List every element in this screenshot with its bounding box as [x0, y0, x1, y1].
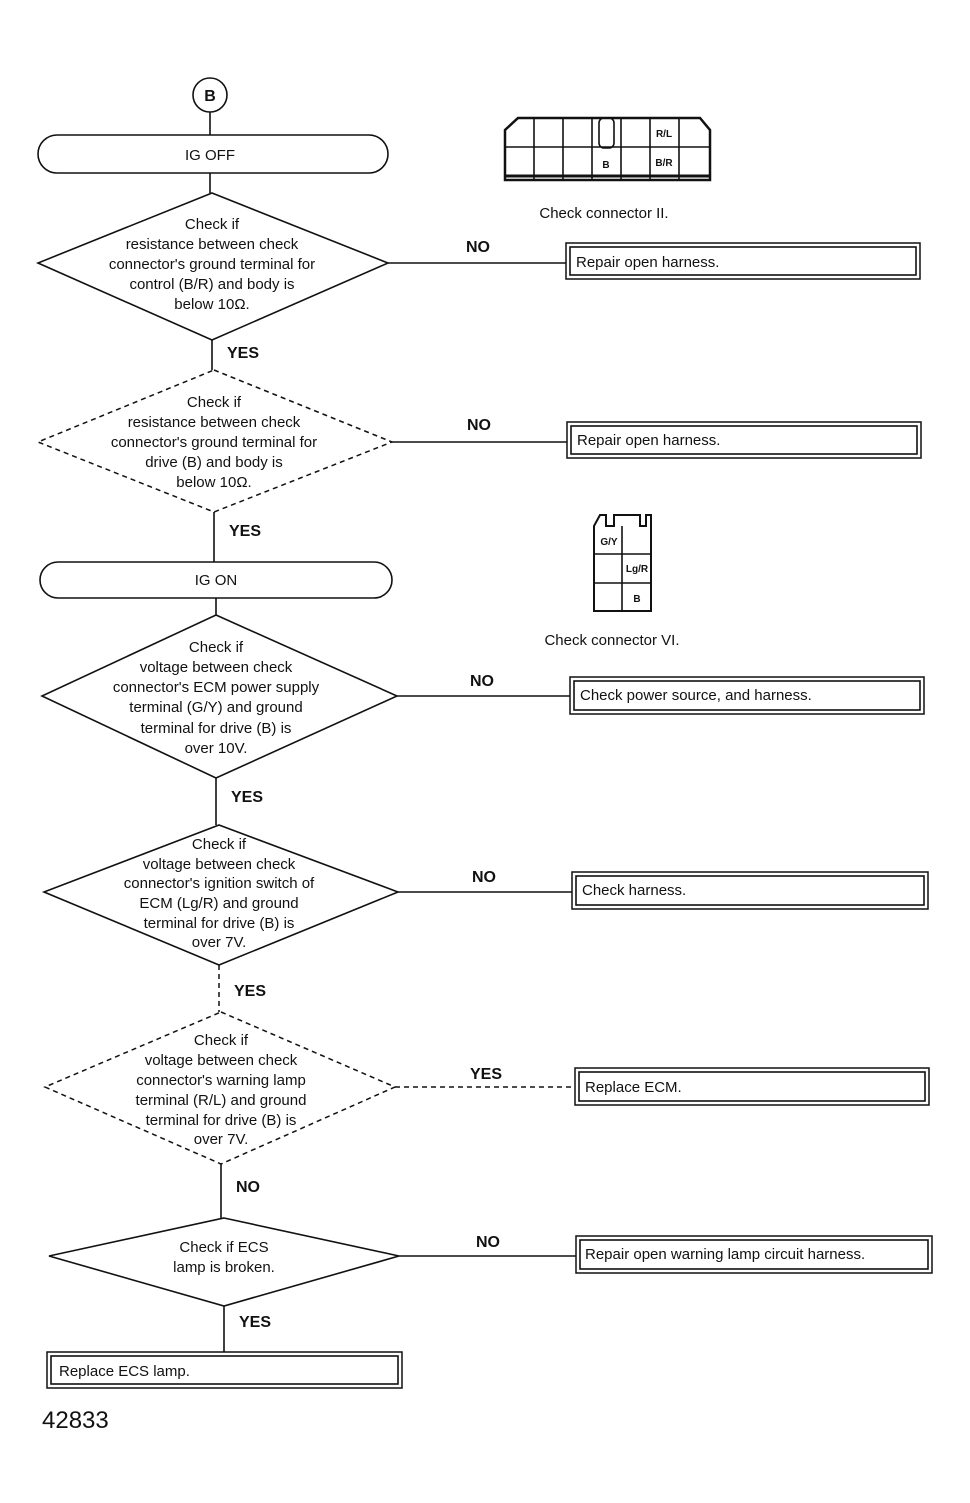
decision-3: Check if voltage between check connector…	[40, 614, 399, 779]
step-ig-on-label: IG ON	[195, 572, 238, 589]
action-box-3: Check power source, and harness.	[569, 676, 925, 715]
decision-3-line-5: terminal for drive (B) is	[141, 720, 292, 737]
decision-4-line-2: voltage between check	[143, 856, 296, 873]
action-1-label: Repair open harness.	[576, 254, 719, 271]
action-box-5: Replace ECM.	[574, 1067, 930, 1106]
step-ig-off: IG OFF	[37, 134, 389, 174]
action-box-1: Repair open harness.	[565, 242, 921, 280]
start-connector-label: B	[204, 88, 216, 105]
decision-5-line-4: terminal (R/L) and ground	[136, 1092, 307, 1109]
decision-2-line-4: drive (B) and body is	[145, 454, 283, 471]
final-action-box: Replace ECS lamp.	[46, 1351, 403, 1389]
branch-3-label: NO	[470, 673, 494, 690]
action-2-label: Repair open harness.	[577, 432, 720, 449]
decision-3-line-1: Check if	[189, 639, 244, 656]
continue-2-label: YES	[229, 523, 261, 540]
action-box-2: Repair open harness.	[566, 421, 922, 459]
connector-vi-pin-lgr: Lg/R	[626, 564, 649, 575]
action-box-6: Repair open warning lamp circuit harness…	[575, 1235, 933, 1274]
decision-4-line-3: connector's ignition switch of	[124, 875, 315, 892]
decision-2: Check if resistance between check connec…	[35, 369, 395, 513]
connector-ii-pin-rl: R/L	[656, 129, 672, 140]
decision-5: Check if voltage between check connector…	[43, 1011, 397, 1165]
step-ig-on: IG ON	[39, 561, 393, 599]
decision-3-line-6: over 10V.	[185, 740, 248, 757]
connector-vi-pin-gy: G/Y	[600, 537, 618, 548]
branch-5-label: YES	[470, 1066, 502, 1083]
continue-1-label: YES	[227, 345, 259, 362]
decision-2-line-1: Check if	[187, 394, 242, 411]
decision-4: Check if voltage between check connector…	[41, 824, 401, 966]
decision-1-line-5: below 10Ω.	[174, 296, 249, 313]
decision-4-line-5: terminal for drive (B) is	[144, 915, 295, 932]
start-connector: B	[192, 77, 228, 113]
action-3-label: Check power source, and harness.	[580, 687, 812, 704]
decision-1-line-1: Check if	[185, 216, 240, 233]
decision-2-line-5: below 10Ω.	[176, 474, 251, 491]
connector-vi-caption: Check connector VI.	[544, 632, 679, 649]
decision-5-line-6: over 7V.	[194, 1131, 249, 1148]
decision-5-line-1: Check if	[194, 1032, 249, 1049]
action-6-label: Repair open warning lamp circuit harness…	[585, 1246, 865, 1263]
action-box-4: Check harness.	[571, 871, 929, 910]
decision-1-line-2: resistance between check	[126, 236, 299, 253]
step-ig-off-label: IG OFF	[185, 147, 235, 164]
connector-ii: R/L B B/R	[503, 116, 712, 182]
decision-4-line-1: Check if	[192, 836, 247, 853]
decision-6-line-2: lamp is broken.	[173, 1259, 275, 1276]
decision-1-line-4: control (B/R) and body is	[129, 276, 294, 293]
decision-3-line-3: connector's ECM power supply	[113, 679, 320, 696]
connector-ii-pin-br: B/R	[655, 158, 673, 169]
branch-6-label: NO	[476, 1234, 500, 1251]
branch-1-label: NO	[466, 239, 490, 256]
decision-3-line-2: voltage between check	[140, 659, 293, 676]
decision-4-line-6: over 7V.	[192, 934, 247, 951]
continue-4-label: YES	[234, 983, 266, 1000]
connector-vi: G/Y Lg/R B	[593, 514, 652, 612]
decision-6: Check if ECS lamp is broken.	[48, 1217, 400, 1307]
connector-ii-caption: Check connector II.	[539, 205, 668, 222]
decision-5-line-3: connector's warning lamp	[136, 1072, 306, 1089]
connector-vi-pin-b: B	[633, 594, 640, 605]
connector-ii-pin-b: B	[602, 160, 609, 171]
continue-5-label: NO	[236, 1179, 260, 1196]
action-5-label: Replace ECM.	[585, 1079, 682, 1096]
continue-6-label: YES	[239, 1314, 271, 1331]
decision-5-line-2: voltage between check	[145, 1052, 298, 1069]
decision-5-line-5: terminal for drive (B) is	[146, 1112, 297, 1129]
action-4-label: Check harness.	[582, 882, 686, 899]
decision-2-line-3: connector's ground terminal for	[111, 434, 317, 451]
decision-6-line-1: Check if ECS	[179, 1239, 268, 1256]
decision-1: Check if resistance between check connec…	[35, 192, 391, 341]
branch-2-label: NO	[467, 417, 491, 434]
branch-4-label: NO	[472, 869, 496, 886]
decision-4-line-4: ECM (Lg/R) and ground	[139, 895, 298, 912]
decision-3-line-4: terminal (G/Y) and ground	[129, 699, 302, 716]
decision-1-line-3: connector's ground terminal for	[109, 256, 315, 273]
connector-ii-latch	[598, 117, 615, 149]
continue-3-label: YES	[231, 789, 263, 806]
decision-2-line-2: resistance between check	[128, 414, 301, 431]
final-action-label: Replace ECS lamp.	[59, 1363, 190, 1380]
figure-number: 42833	[42, 1407, 109, 1434]
